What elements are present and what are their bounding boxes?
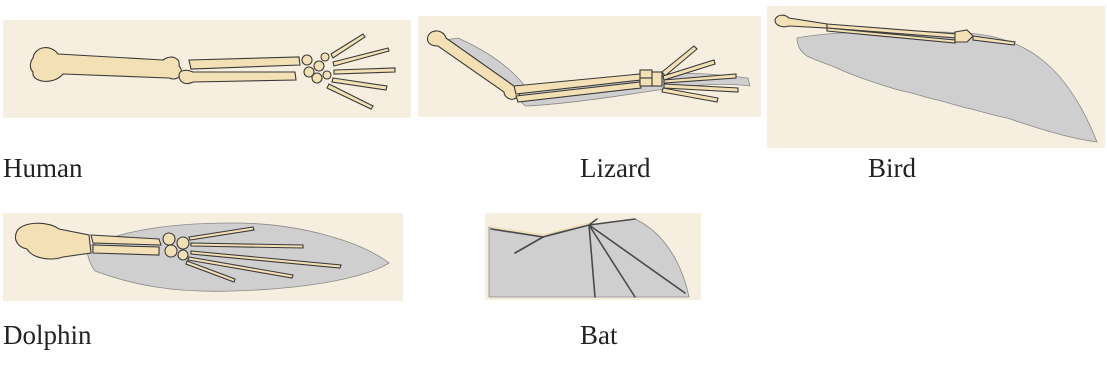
human-humerus bbox=[30, 48, 181, 82]
bird-wing-illustration bbox=[767, 6, 1105, 148]
lizard-label: Lizard bbox=[580, 153, 650, 184]
dolphin-arm-bones bbox=[15, 223, 161, 259]
human-forelimb-illustration bbox=[3, 20, 411, 118]
dolphin-flipper-illustration bbox=[3, 213, 403, 301]
bird-wing-feathers bbox=[797, 31, 1097, 142]
bat-wing-illustration bbox=[485, 213, 701, 300]
lizard-carpals bbox=[640, 70, 662, 86]
human-radius-ulna bbox=[179, 57, 300, 84]
dolphin-label: Dolphin bbox=[3, 320, 92, 351]
human-carpals bbox=[302, 53, 331, 83]
bird-label: Bird bbox=[868, 153, 916, 184]
human-fingers bbox=[327, 34, 395, 109]
bat-label: Bat bbox=[580, 320, 618, 351]
human-label: Human bbox=[3, 153, 82, 184]
lizard-forelimb-illustration bbox=[418, 16, 761, 117]
lizard-humerus bbox=[427, 31, 519, 99]
